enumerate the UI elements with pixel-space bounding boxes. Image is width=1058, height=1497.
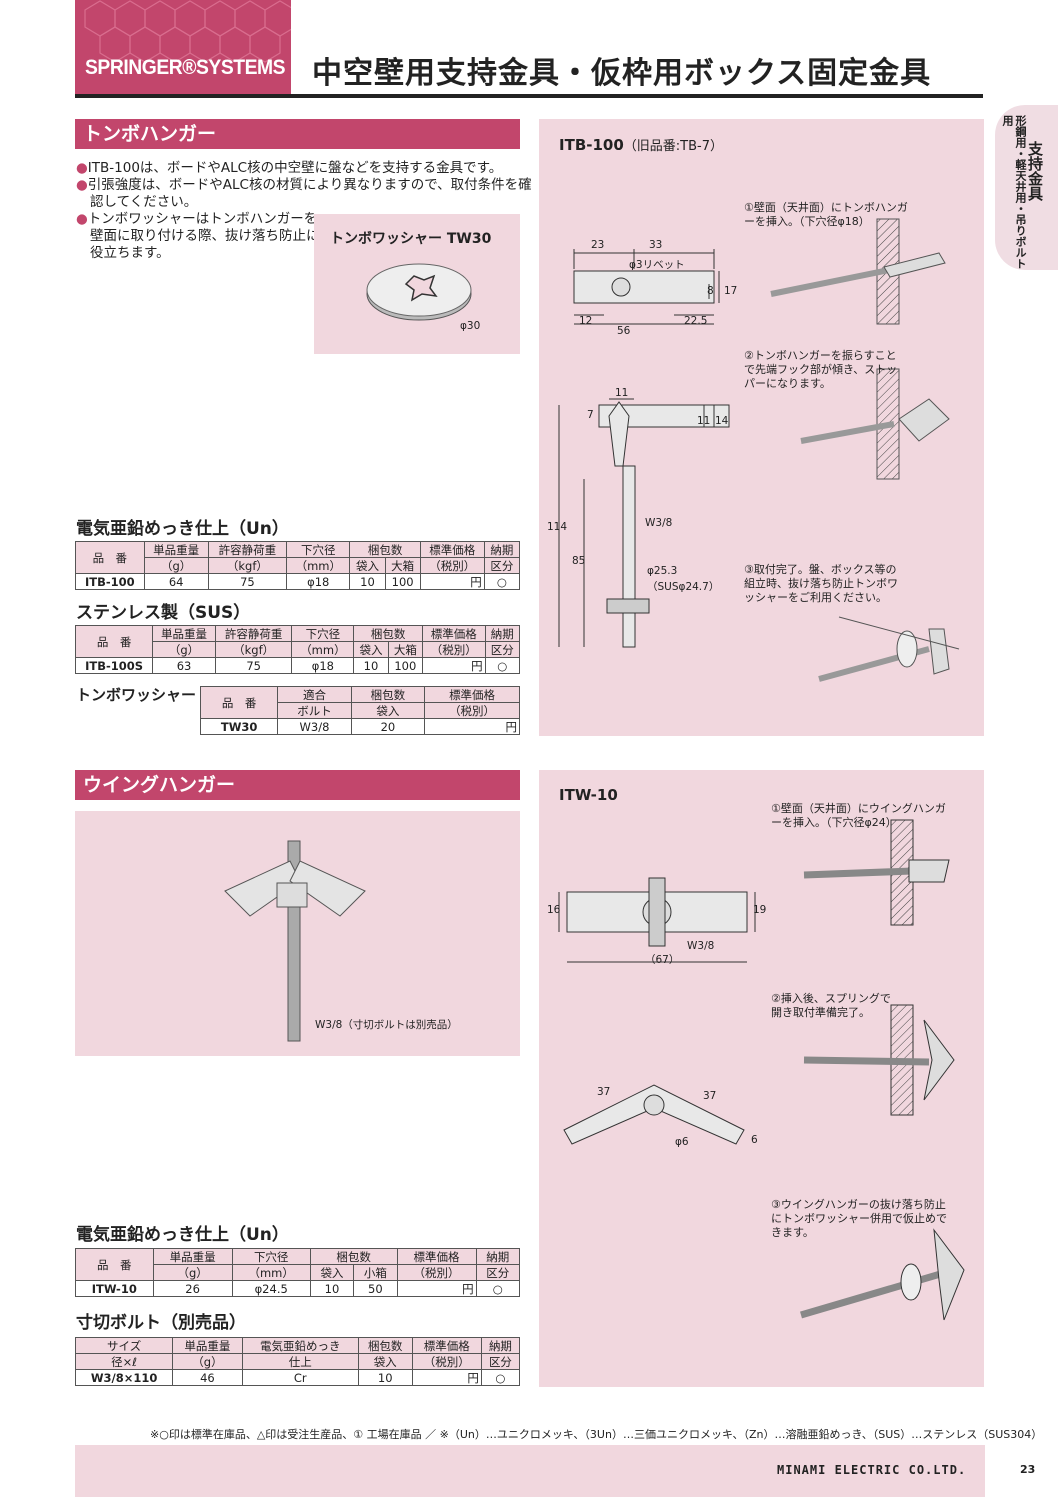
dim-label: 56 [617,325,631,337]
bolt-table-title: 寸切ボルト（別売品） [76,1313,246,1333]
category-side-tab[interactable]: 形鋼用・軽天井用・吊りボルト用 支持金具 [995,105,1058,270]
dim-label: 6 [751,1134,758,1146]
side-tab-title: 支持金具 [1026,141,1044,201]
install-step-1: ①壁面（天井面）にトンボハンガーを挿入。（下穴径φ18） [744,201,908,228]
itw-un-table: 品 番単品重量下穴径梱包数標準価格納期 （g）（mm）袋入小箱（税別）区分 IT… [75,1248,521,1297]
dim-label: 14 [715,415,729,427]
itw-figure-title: ITW-10 [559,786,618,804]
wing-step-1: ①壁面（天井面）にウイングハンガーを挿入。（下穴径φ24） [771,802,946,829]
wing-un-table-title: 電気亜鉛めっき仕上（Un） [76,1225,289,1245]
dim-label: （67） [645,954,680,966]
install-step-3: ③取付完了。盤、ボックス等の組立時、抜け落ち防止トンボワッシャーをご利用ください… [744,563,898,604]
brand-name: SPRINGER®SYSTEMS [85,56,286,79]
wing-image-box: W3/8（寸切ボルトは別売品） [75,811,520,1056]
washer-table-title: トンボワッシャー [76,686,197,704]
brand-logo-block: SPRINGER®SYSTEMS [75,0,291,95]
wing-hanger-illustration [224,840,366,1042]
bullet-item: ●引張強度は、ボードやALC核の材質により異なりますので、取付条件を確認してくだ… [76,177,532,210]
section-title-tonbo: トンボハンガー [75,119,520,149]
dim-label: 7 [587,409,594,421]
un-table-title: 電気亜鉛めっき仕上（Un） [76,519,289,539]
dim-label: 85 [572,555,586,567]
dim-label: 16 [547,904,561,916]
washer-diameter: φ30 [460,320,481,332]
dim-label: φ25.3 [647,565,678,577]
wing-step-2: ②挿入後、スプリングで開き取付準備完了。 [771,992,891,1019]
install-step-2: ②トンボハンガーを振らすことで先端フック部が傾き、ストッパーになります。 [744,349,898,390]
title-divider [75,94,983,98]
dim-label: 11 [615,387,629,399]
bolt-note: W3/8（寸切ボルトは別売品） [315,1019,458,1031]
section-title-wing: ウイングハンガー [75,770,520,800]
bullet-item: ●ITB-100は、ボードやALC核の中空壁に盤などを支持する金具です。 [76,160,503,176]
itb-un-table: 品 番単品重量許容静荷重下穴径梱包数標準価格納期 （g）（kgf）（mm）袋入大… [75,541,521,590]
dim-label: 37 [597,1086,611,1098]
dim-label: φ6 [675,1136,689,1148]
itb-figure-title: ITB-100（旧品番:TB-7） [559,136,723,154]
hexagon-pattern [84,0,291,63]
wing-step-3: ③ウイングハンガーの抜け落ち防止にトンボワッシャー併用で仮止めできます。 [771,1198,947,1239]
itb-technical-drawing [558,218,960,682]
dim-label: 23 [591,239,605,251]
side-tab-subtitle: 形鋼用・軽天井用・吊りボルト用 [1001,115,1027,269]
itw-technical-drawing [558,819,965,1321]
footer-legend-note: ※○印は標準在庫品、△印は受注生産品、① 工場在庫品 ／ ※（Un）…ユニクロメ… [150,1428,1043,1441]
dim-label: W3/8 [645,517,673,529]
bullet-item: ●トンボワッシャーはトンボハンガーを壁面に取り付ける際、抜け落ち防止に役立ちます… [76,211,320,261]
dim-label: 22.5 [684,315,708,327]
washer-image-box: トンボワッシャー TW30 φ30 [314,214,520,354]
bolt-table: サイズ単品重量電気亜鉛めっき梱包数標準価格納期 径×ℓ（g）仕上袋入（税別）区分… [74,1337,521,1386]
dim-label: 19 [753,904,767,916]
page-number: 23 [1020,1463,1036,1476]
sus-table-title: ステンレス製（SUS） [76,603,251,623]
dim-label: 11 [697,415,711,427]
dim-label: φ3リベット [629,259,685,271]
itb-100-figure-panel: ITB-100（旧品番:TB-7） [539,119,984,736]
dim-label: 8 [707,285,714,297]
itb-sus-table: 品 番単品重量許容静荷重下穴径梱包数標準価格納期 （g）（kgf）（mm）袋入大… [74,625,521,674]
dim-label: （SUSφ24.7） [647,581,720,593]
itw-10-figure-panel: ITW-10 16 19 W3/8 （67） 37 37 φ6 [539,770,984,1387]
washer-label: トンボワッシャー TW30 [330,231,492,247]
washer-illustration [366,263,472,321]
company-name: MINAMI ELECTRIC CO.LTD. [777,1463,967,1477]
page-title: 中空壁用支持金具・仮枠用ボックス固定金具 [312,56,932,91]
dim-label: 114 [547,521,568,533]
dim-label: 17 [724,285,738,297]
dim-label: 37 [703,1090,717,1102]
footer-bar [75,1445,985,1497]
dim-label: W3/8 [687,940,715,952]
dim-label: 12 [579,315,593,327]
tonbo-description: ●ITB-100は、ボードやALC核の中空壁に盤などを支持する金具です。 ●引張… [76,160,532,262]
dim-label: 33 [649,239,663,251]
